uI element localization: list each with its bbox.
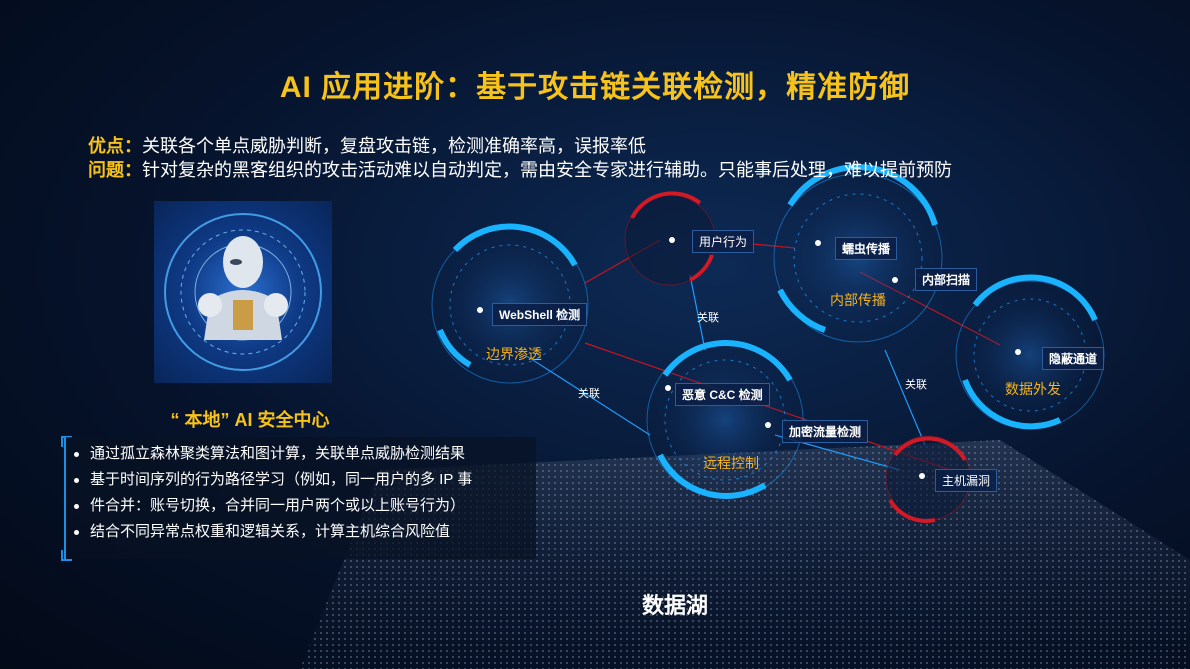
- page-title: AI 应用进阶：基于攻击链关联检测，精准防御: [279, 71, 911, 104]
- user-behavior-tag: 用户行为: [692, 230, 755, 253]
- bullet-item-continuation: 件合并：账号切换，合并同一用户两个或以上账号行为）: [66, 493, 536, 519]
- advantage-line: 优点：关联各个单点威胁判断，复盘攻击链，检测准确率高，误报率低: [88, 132, 646, 158]
- advantage-text: 关联各个单点威胁判断，复盘攻击链，检测准确率高，误报率低: [142, 136, 646, 156]
- link-label: 关联: [697, 312, 719, 324]
- data-lake-label: 数据湖: [641, 593, 708, 618]
- feature-bullet-list: 通过孤立森林聚类算法和图计算，关联单点威胁检测结果 基于时间序列的行为路径学习（…: [64, 437, 536, 559]
- stage-data-exfiltration: 数据外发: [1005, 381, 1061, 397]
- problem-text: 针对复杂的黑客组织的攻击活动难以自动判定，需由安全专家进行辅助。只能事后处理，难…: [142, 160, 952, 180]
- advantage-label: 优点：: [88, 136, 142, 156]
- internal-scan-tag: 内部扫描: [915, 268, 978, 291]
- worm-spread-tag: 蠕虫传播: [835, 237, 898, 260]
- node-glow-dots: [477, 237, 1021, 479]
- problem-line: 问题：针对复杂的黑客组织的攻击活动难以自动判定，需由安全专家进行辅助。只能事后处…: [88, 156, 952, 182]
- stage-border-penetration: 边界渗透: [486, 346, 542, 362]
- stage-remote-control: 远程控制: [703, 455, 759, 471]
- link-label: 关联: [578, 388, 600, 400]
- cc-detection-tag: 恶意 C&C 检测: [675, 383, 770, 406]
- webshell-detection-tag: WebShell 检测: [492, 303, 588, 326]
- host-vulnerability-tag: 主机漏洞: [935, 469, 998, 492]
- bullet-item: 基于时间序列的行为路径学习（例如，同一用户的多 IP 事: [66, 467, 536, 493]
- robot-illustration: [164, 213, 322, 371]
- link-label: 关联: [905, 379, 927, 391]
- ring-remote-control: [645, 340, 805, 500]
- encrypted-traffic-tag: 加密流量检测: [782, 420, 869, 443]
- bullet-item: 结合不同异常点权重和逻辑关系，计算主机综合风险值: [66, 519, 536, 545]
- covert-channel-tag: 隐蔽通道: [1042, 347, 1105, 370]
- bullet-item: 通过孤立森林聚类算法和图计算，关联单点威胁检测结果: [66, 441, 536, 467]
- stage-internal-spread: 内部传播: [830, 292, 886, 308]
- ai-security-center-label: “ 本地” AI 安全中心: [170, 410, 330, 430]
- problem-label: 问题：: [88, 160, 142, 180]
